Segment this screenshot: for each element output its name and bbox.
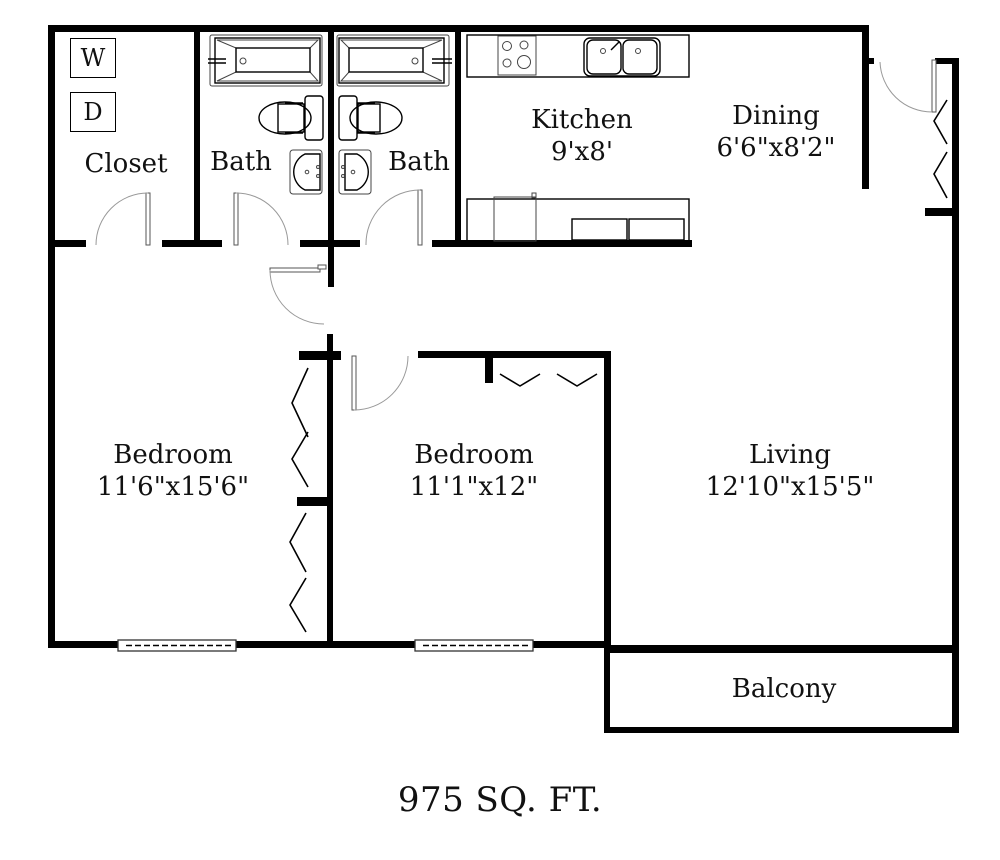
dryer-icon: D [70, 92, 116, 132]
bifold-doors [289, 99, 948, 633]
total-square-footage: 975 SQ. FT. [397, 780, 603, 820]
room-closet: Closet [84, 148, 167, 180]
room-balcony: Balcony [732, 673, 837, 705]
room-dining: Dining 6'6"x8'2" [716, 100, 835, 164]
room-living: Living 12'10"x15'5" [706, 439, 875, 503]
room-bath-2: Bath [388, 146, 450, 178]
room-name: Bedroom [113, 440, 233, 470]
room-dimensions: 9'x8' [550, 137, 614, 167]
room-name: Balcony [731, 674, 837, 704]
room-bedroom-1: Bedroom 11'6"x15'6" [97, 439, 249, 503]
room-name: Bath [388, 147, 450, 177]
room-name: Living [749, 440, 831, 470]
room-dimensions: 12'10"x15'5" [705, 472, 875, 502]
room-bath-1: Bath [210, 146, 272, 178]
windows [117, 639, 534, 652]
bath2-fixtures [336, 34, 452, 195]
bath1-fixtures [208, 34, 324, 195]
room-name: Bath [210, 147, 272, 177]
washer-icon: W [70, 38, 116, 78]
room-dimensions: 11'6"x15'6" [96, 472, 250, 502]
room-dimensions: 6'6"x8'2" [716, 133, 836, 163]
doors [95, 59, 937, 411]
room-name: Kitchen [531, 105, 633, 135]
room-kitchen: Kitchen 9'x8' [531, 104, 633, 168]
room-name: Closet [84, 149, 168, 179]
kitchen-counters [466, 34, 690, 242]
room-dimensions: 11'1"x12" [409, 472, 539, 502]
room-name: Dining [732, 101, 820, 131]
room-name: Bedroom [414, 440, 534, 470]
interior-walls [48, 25, 692, 648]
room-bedroom-2: Bedroom 11'1"x12" [410, 439, 538, 503]
